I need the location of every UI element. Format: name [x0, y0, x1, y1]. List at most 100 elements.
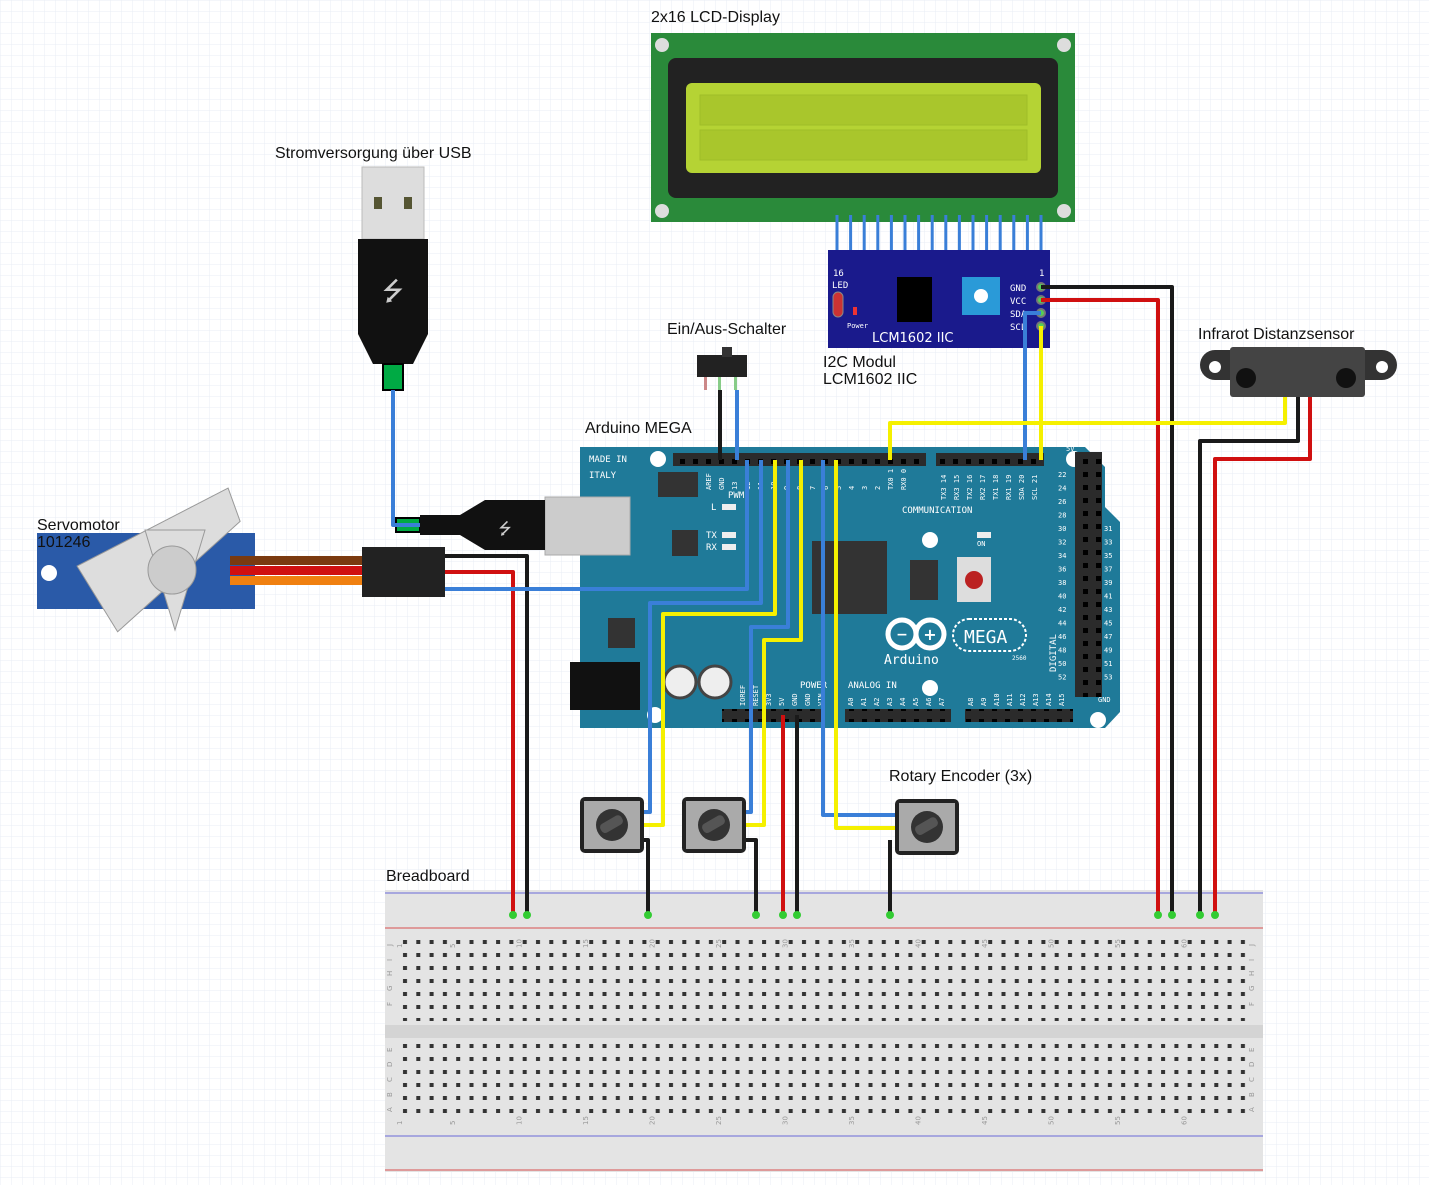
arduino-mega-board[interactable]: MADE IN ITALY PWM L TX RX ON COMMUNICATI… [544, 445, 1120, 728]
column-number: 20 [649, 1116, 657, 1125]
column-number: 10 [516, 1116, 524, 1125]
pin-label: 52 [1058, 674, 1066, 682]
pin-label: 6 [822, 486, 830, 490]
usb-power-wire[interactable] [391, 390, 420, 527]
enc3-a-wire[interactable] [821, 460, 895, 817]
servo-label-2: 101246 [37, 534, 90, 551]
encoder-label: Rotary Encoder (3x) [889, 768, 1032, 785]
l-led-label: L [711, 503, 716, 513]
row-letter: I [1248, 959, 1256, 961]
digital-header-right [1075, 452, 1102, 697]
enc1-b-wire[interactable] [644, 460, 777, 827]
pin-label: 35 [1104, 552, 1112, 560]
i2c-label-1: I2C Modul [823, 354, 896, 371]
pin-label: AREF [705, 473, 713, 490]
pin-label: 39 [1104, 579, 1112, 587]
servo-vcc-wire[interactable] [445, 570, 515, 915]
i2c-sda-wire[interactable] [1023, 311, 1041, 460]
column-number: 35 [848, 1116, 856, 1125]
pin-label: 36 [1058, 566, 1066, 574]
pin-label: SDA 20 [1018, 475, 1026, 500]
column-number: 30 [782, 939, 790, 948]
row-letter: I [386, 959, 394, 961]
usb-icon: ⭍ [498, 519, 511, 538]
column-number: 40 [915, 1116, 923, 1125]
column-number: 60 [1181, 1116, 1189, 1125]
breadboard-connection [779, 911, 787, 919]
pin-label: TX1 18 [992, 475, 1000, 500]
rotary-encoder[interactable] [580, 797, 644, 853]
column-number: 45 [981, 1116, 989, 1125]
i2c-label-2: LCM1602 IIC [823, 371, 917, 388]
ir-distance-sensor[interactable] [1200, 347, 1397, 397]
enc2-gnd-wire[interactable] [746, 838, 758, 915]
enc1-gnd-wire[interactable] [644, 838, 650, 915]
column-number: 25 [715, 1116, 723, 1125]
pin-label: A9 [980, 698, 988, 706]
column-number: 5 [449, 944, 457, 948]
ir-gnd-wire[interactable] [1198, 397, 1300, 915]
pin-label: A12 [1019, 693, 1027, 706]
dc-jack [570, 662, 640, 710]
pin-label: 45 [1104, 620, 1112, 628]
pin-label: RX1 19 [1005, 475, 1013, 500]
servo-signal-wire[interactable] [445, 460, 749, 591]
row-letter: F [386, 1002, 394, 1006]
enc1-a-wire[interactable] [644, 460, 763, 814]
pin-label: RX3 15 [953, 475, 961, 500]
column-number: 45 [981, 939, 989, 948]
pin-label: A3 [886, 698, 894, 706]
column-number: 5 [449, 1121, 457, 1125]
column-number: 35 [848, 939, 856, 948]
servo-label-1: Servomotor [37, 517, 120, 534]
pin-label: RESET [752, 684, 760, 706]
pin-label: 32 [1058, 539, 1066, 547]
sda-pin-label: SDA [1010, 310, 1027, 320]
breadboard-connection [1168, 911, 1176, 919]
5v-label: 5V [1066, 445, 1075, 453]
pin-label: GND [804, 693, 812, 706]
breadboard-connection [1196, 911, 1204, 919]
servo-gnd-wire[interactable] [445, 554, 529, 915]
pin-label: A11 [1006, 693, 1014, 706]
column-number: 60 [1181, 939, 1189, 948]
breadboard-connection [509, 911, 517, 919]
i2c-module[interactable]: 16 1 LED Power GND VCC SDA SCL LCM1602 I… [828, 250, 1050, 348]
rotary-encoder[interactable] [895, 799, 959, 855]
tx-label: TX [706, 531, 717, 541]
column-number: 15 [582, 1116, 590, 1125]
ir-signal-wire[interactable] [888, 397, 1287, 460]
pin-label: A7 [938, 698, 946, 706]
pin-label: A13 [1032, 693, 1040, 706]
power-switch[interactable] [697, 347, 747, 390]
ir-vcc-wire[interactable] [1213, 397, 1312, 915]
i2c-vcc-wire[interactable] [1041, 298, 1160, 915]
module-name: LCM1602 IIC [872, 331, 954, 346]
lcd-display[interactable] [651, 33, 1075, 222]
row-letter: D [1248, 1062, 1256, 1067]
row-letter: A [1248, 1107, 1256, 1112]
pin-label: 4 [848, 486, 856, 490]
column-number: 30 [782, 1116, 790, 1125]
pin-label: 24 [1058, 485, 1066, 493]
rotary-encoder[interactable] [682, 797, 746, 853]
breadboard-connection [523, 911, 531, 919]
pin-label: TX3 14 [940, 475, 948, 500]
enc3-b-wire[interactable] [834, 460, 895, 830]
gnd-pin-label: GND [1010, 284, 1026, 294]
enc2-a-wire[interactable] [746, 460, 790, 814]
gnd-label: GND [1098, 696, 1111, 704]
servo-motor[interactable] [37, 486, 445, 634]
i2c-gnd-wire[interactable] [1041, 285, 1174, 915]
svg-text:−: − [896, 627, 908, 643]
column-number: 50 [1048, 1116, 1056, 1125]
breadboard[interactable]: 1155101015152020252530303535404045455050… [385, 890, 1263, 1172]
enc2-b-wire[interactable] [746, 460, 803, 827]
breadboard-connection [886, 911, 894, 919]
arduino-label: Arduino MEGA [585, 420, 692, 437]
pin-label: A4 [899, 698, 907, 706]
pin-label: A5 [912, 698, 920, 706]
pin-label: A6 [925, 698, 933, 706]
lcd-label: 2x16 LCD-Display [651, 9, 780, 26]
